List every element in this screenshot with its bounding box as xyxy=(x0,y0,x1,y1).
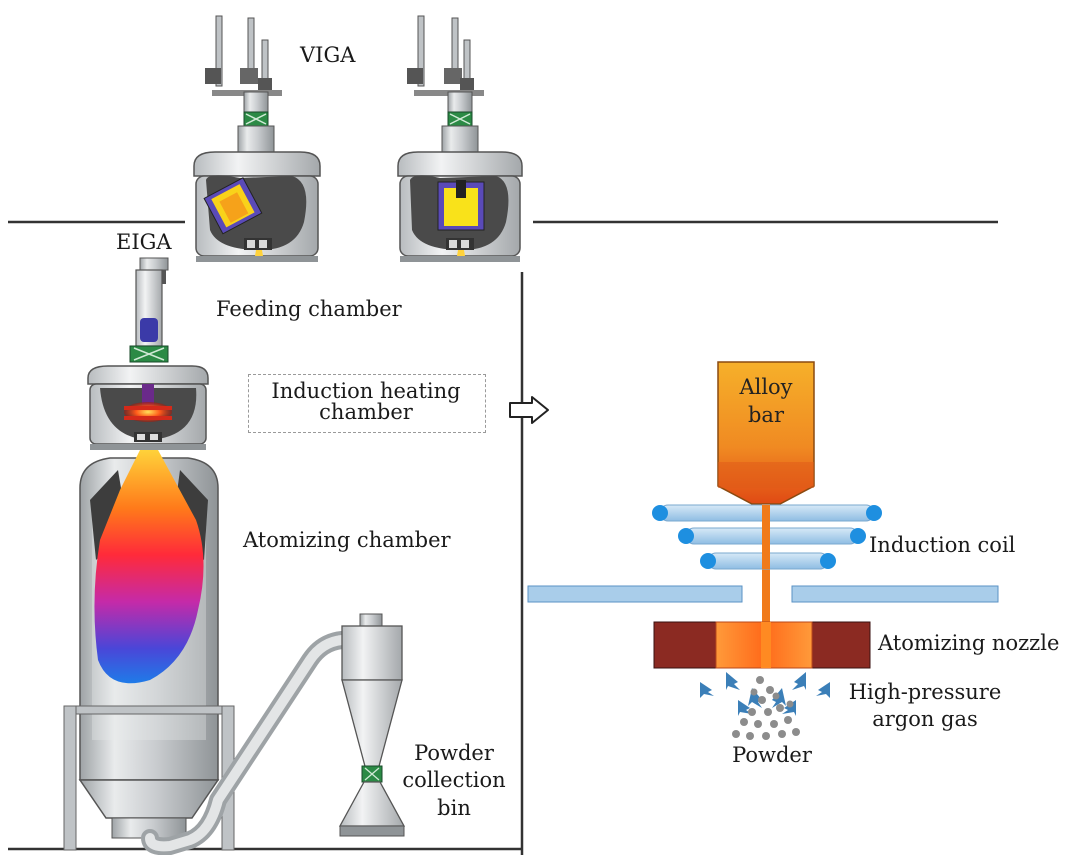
eiga-label: EIGA xyxy=(116,230,172,254)
chamber-wall-right xyxy=(791,585,999,603)
argon-gas-label-line2: argon gas xyxy=(872,707,978,731)
chamber-wall-left xyxy=(527,585,743,603)
atomizing-nozzle xyxy=(653,621,871,669)
viga-label: VIGA xyxy=(300,43,356,67)
powder-collection-bin xyxy=(338,613,406,837)
divider-lines xyxy=(8,220,998,855)
induction-heating-label-line1: Induction heating xyxy=(271,379,461,403)
viga-furnace-tilting xyxy=(193,15,321,262)
right-arrow-icon xyxy=(509,396,549,424)
powder-collection-label-line1: Powder xyxy=(414,741,494,765)
induction-heating-chamber-box xyxy=(248,374,486,433)
induction-heating-label-line2: chamber xyxy=(319,400,413,424)
induction-coil xyxy=(652,504,882,570)
alloy-bar-label-line2: bar xyxy=(747,403,784,427)
alloy-bar-label-line1: Alloy xyxy=(739,375,793,399)
eiga-schematic xyxy=(527,361,999,740)
eiga-apparatus xyxy=(63,257,363,855)
atomizing-nozzle-label: Atomizing nozzle xyxy=(878,631,1060,655)
induction-coil-label: Induction coil xyxy=(869,533,1016,557)
powder-particles xyxy=(732,676,800,740)
argon-gas-label-line1: High-pressure xyxy=(848,680,1002,704)
viga-furnace-upright xyxy=(397,15,523,262)
powder-collection-label-line2: collection xyxy=(402,768,506,792)
feeding-chamber-label: Feeding chamber xyxy=(216,297,402,321)
powder-collection-label-line3: bin xyxy=(437,796,471,820)
powder-label: Powder xyxy=(732,743,812,767)
atomizing-chamber-label: Atomizing chamber xyxy=(243,528,451,552)
